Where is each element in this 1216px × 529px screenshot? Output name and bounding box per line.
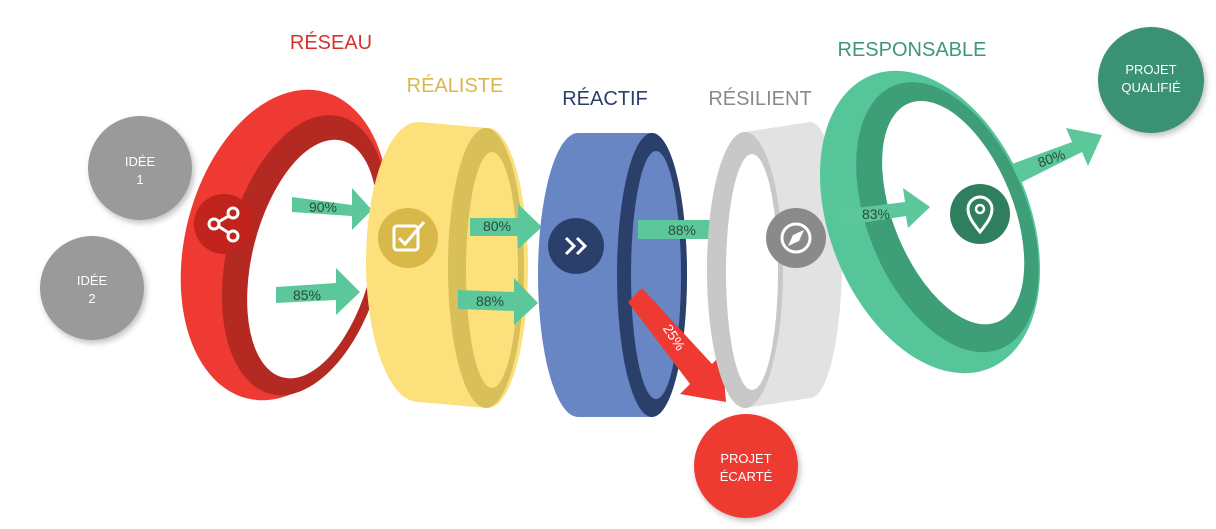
qualified-project-node: PROJET QUALIFIÉ bbox=[1098, 27, 1204, 133]
stage-label-responsable: RESPONSABLE bbox=[838, 39, 987, 61]
stage-label-reseau: RÉSEAU bbox=[290, 31, 372, 54]
flow-label-88-a: 88% bbox=[476, 293, 504, 309]
checkbox-icon bbox=[392, 221, 426, 252]
flow-arrow-idea2: 85% bbox=[276, 268, 360, 315]
flow-label-90: 90% bbox=[309, 199, 337, 215]
rejected-project-node: PROJET ÉCARTÉ bbox=[694, 414, 798, 518]
flow-arrow-qualified: 80% bbox=[1012, 128, 1102, 183]
idea-1-line1: IDÉE bbox=[125, 154, 156, 169]
stage-label-resilient: RÉSILIENT bbox=[708, 87, 811, 110]
stage-label-realiste: RÉALISTE bbox=[407, 74, 504, 97]
ring-realiste bbox=[366, 122, 528, 408]
compass-icon bbox=[780, 222, 812, 254]
qualified-line2: QUALIFIÉ bbox=[1121, 80, 1181, 95]
share-icon-badge bbox=[194, 194, 254, 254]
idea-2-line2: 2 bbox=[88, 291, 95, 306]
flow-arrow-rejected: 25% bbox=[628, 288, 726, 402]
qualified-line1: PROJET bbox=[1125, 62, 1176, 77]
flow-label-85: 85% bbox=[293, 287, 321, 303]
flow-label-83: 83% bbox=[862, 206, 890, 222]
rejected-line1: PROJET bbox=[720, 451, 771, 466]
ring-reactif bbox=[538, 133, 687, 417]
flow-arrow-resilient: 83% bbox=[840, 188, 930, 228]
flow-label-88-b: 88% bbox=[668, 222, 696, 238]
location-pin-icon bbox=[966, 195, 994, 235]
idea-1-line2: 1 bbox=[136, 172, 143, 187]
flow-arrow-realiste-bottom: 88% bbox=[458, 278, 538, 325]
ring-responsable bbox=[820, 70, 1040, 374]
flow-arrow-idea1: 90% bbox=[292, 188, 372, 230]
share-icon bbox=[207, 206, 240, 243]
checkbox-icon-badge bbox=[378, 208, 438, 268]
fast-forward-icon bbox=[564, 236, 588, 256]
stage-label-reactif: RÉACTIF bbox=[562, 87, 648, 110]
ring-reseau bbox=[180, 89, 390, 401]
rejected-line2: ÉCARTÉ bbox=[720, 469, 773, 484]
idea-1-node: IDÉE 1 bbox=[88, 116, 192, 220]
idea-2-node: IDÉE 2 bbox=[40, 236, 144, 340]
ring-resilient bbox=[707, 122, 842, 408]
idea-2-line1: IDÉE bbox=[77, 273, 108, 288]
flow-arrow-realiste-top: 80% bbox=[470, 204, 542, 249]
flow-label-80-a: 80% bbox=[483, 218, 511, 234]
